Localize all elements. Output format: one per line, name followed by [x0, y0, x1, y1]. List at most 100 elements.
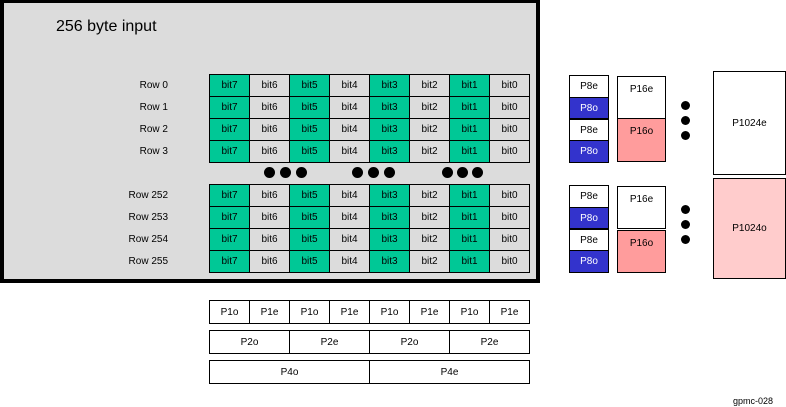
- bit-cell: bit0: [490, 97, 529, 118]
- p8o-box: P8o: [569, 207, 609, 229]
- bit-cell: bit3: [370, 75, 409, 96]
- p8o-box: P8o: [569, 250, 609, 273]
- p2e-cell: P2e: [290, 331, 369, 353]
- bit-cell: bit1: [450, 75, 489, 96]
- bit-cell: bit1: [450, 119, 489, 140]
- row-label: Row 2: [139, 124, 168, 135]
- bit-cell: bit2: [410, 119, 449, 140]
- row-label: Row 252: [128, 190, 168, 201]
- ellipsis-dot: [681, 116, 690, 125]
- ellipsis-dot: [368, 167, 379, 178]
- bit-cell: bit0: [490, 141, 529, 162]
- ellipsis-dot: [352, 167, 363, 178]
- bit-cell: bit7: [210, 251, 249, 272]
- bit-cell: bit2: [410, 75, 449, 96]
- row-label: Row 255: [128, 256, 168, 267]
- ellipsis-dot: [280, 167, 291, 178]
- bit-cell: bit2: [410, 229, 449, 250]
- p1-row: P1o P1e P1o P1e P1o P1e P1o P1e: [209, 300, 530, 324]
- p1024e-box: P1024e: [713, 71, 786, 175]
- bit-cell: bit5: [290, 97, 329, 118]
- p1024o-box: P1024o: [713, 178, 786, 279]
- bit-cell: bit4: [330, 97, 369, 118]
- p1e-cell: P1e: [330, 301, 369, 323]
- p16e-box: P16e: [617, 186, 666, 229]
- bit-cell: bit6: [250, 75, 289, 96]
- bit-cell: bit5: [290, 207, 329, 228]
- p8e-box: P8e: [569, 75, 609, 98]
- p4-row: P4o P4e: [209, 360, 530, 384]
- bit-cell: bit0: [490, 75, 529, 96]
- ellipsis-dot: [681, 101, 690, 110]
- bit-cell: bit6: [250, 251, 289, 272]
- bit-cell: bit1: [450, 207, 489, 228]
- bit-cell: bit7: [210, 185, 249, 206]
- ellipsis-dot: [296, 167, 307, 178]
- bit-cell: bit6: [250, 119, 289, 140]
- row-label: Row 0: [139, 80, 168, 91]
- p4e-cell: P4e: [370, 361, 529, 383]
- p8e-box: P8e: [569, 185, 609, 208]
- ellipsis-dot: [457, 167, 468, 178]
- bit-cell: bit7: [210, 75, 249, 96]
- row-label: Row 3: [139, 146, 168, 157]
- p1o-cell: P1o: [370, 301, 409, 323]
- p8e-box: P8e: [569, 119, 609, 141]
- ellipsis-dot: [681, 205, 690, 214]
- bit-table-bottom: bit7 bit6 bit5 bit4 bit3 bit2 bit1 bit0 …: [209, 184, 530, 273]
- bit-cell: bit5: [290, 119, 329, 140]
- ellipsis-dot: [681, 220, 690, 229]
- p16e-box: P16e: [617, 76, 666, 119]
- p16o-box: P16o: [617, 230, 666, 273]
- row-label: Row 253: [128, 212, 168, 223]
- ellipsis-dot: [681, 235, 690, 244]
- bit-cell: bit2: [410, 251, 449, 272]
- bit-cell: bit2: [410, 185, 449, 206]
- bit-cell: bit6: [250, 97, 289, 118]
- p1e-cell: P1e: [490, 301, 529, 323]
- bit-cell: bit3: [370, 207, 409, 228]
- ellipsis-dot: [264, 167, 275, 178]
- bit-cell: bit0: [490, 251, 529, 272]
- bit-cell: bit0: [490, 207, 529, 228]
- bit-cell: bit6: [250, 229, 289, 250]
- bit-cell: bit4: [330, 141, 369, 162]
- bit-cell: bit1: [450, 185, 489, 206]
- bit-cell: bit1: [450, 229, 489, 250]
- bit-cell: bit7: [210, 97, 249, 118]
- bit-cell: bit4: [330, 229, 369, 250]
- bit-cell: bit3: [370, 141, 409, 162]
- bit-cell: bit6: [250, 185, 289, 206]
- bit-cell: bit2: [410, 141, 449, 162]
- bit-cell: bit5: [290, 75, 329, 96]
- bit-cell: bit3: [370, 251, 409, 272]
- p2-row: P2o P2e P2o P2e: [209, 330, 530, 354]
- bit-cell: bit4: [330, 185, 369, 206]
- ellipsis-dot: [384, 167, 395, 178]
- bit-table-top: bit7 bit6 bit5 bit4 bit3 bit2 bit1 bit0 …: [209, 74, 530, 163]
- bit-cell: bit2: [410, 97, 449, 118]
- panel-title: 256 byte input: [56, 18, 157, 35]
- ellipsis-dot: [442, 167, 453, 178]
- bit-cell: bit5: [290, 229, 329, 250]
- bit-cell: bit1: [450, 97, 489, 118]
- bit-cell: bit3: [370, 119, 409, 140]
- bit-cell: bit4: [330, 119, 369, 140]
- row-label: Row 254: [128, 234, 168, 245]
- p1o-cell: P1o: [210, 301, 249, 323]
- bit-cell: bit7: [210, 229, 249, 250]
- bit-cell: bit4: [330, 251, 369, 272]
- p2e-cell: P2e: [450, 331, 529, 353]
- p2o-cell: P2o: [370, 331, 449, 353]
- bit-cell: bit3: [370, 97, 409, 118]
- bit-cell: bit0: [490, 119, 529, 140]
- p1o-cell: P1o: [450, 301, 489, 323]
- bit-cell: bit0: [490, 185, 529, 206]
- bit-cell: bit4: [330, 75, 369, 96]
- ellipsis-dot: [681, 131, 690, 140]
- bit-cell: bit6: [250, 207, 289, 228]
- p1o-cell: P1o: [290, 301, 329, 323]
- bit-cell: bit7: [210, 119, 249, 140]
- p8e-box: P8e: [569, 229, 609, 251]
- p8o-box: P8o: [569, 140, 609, 163]
